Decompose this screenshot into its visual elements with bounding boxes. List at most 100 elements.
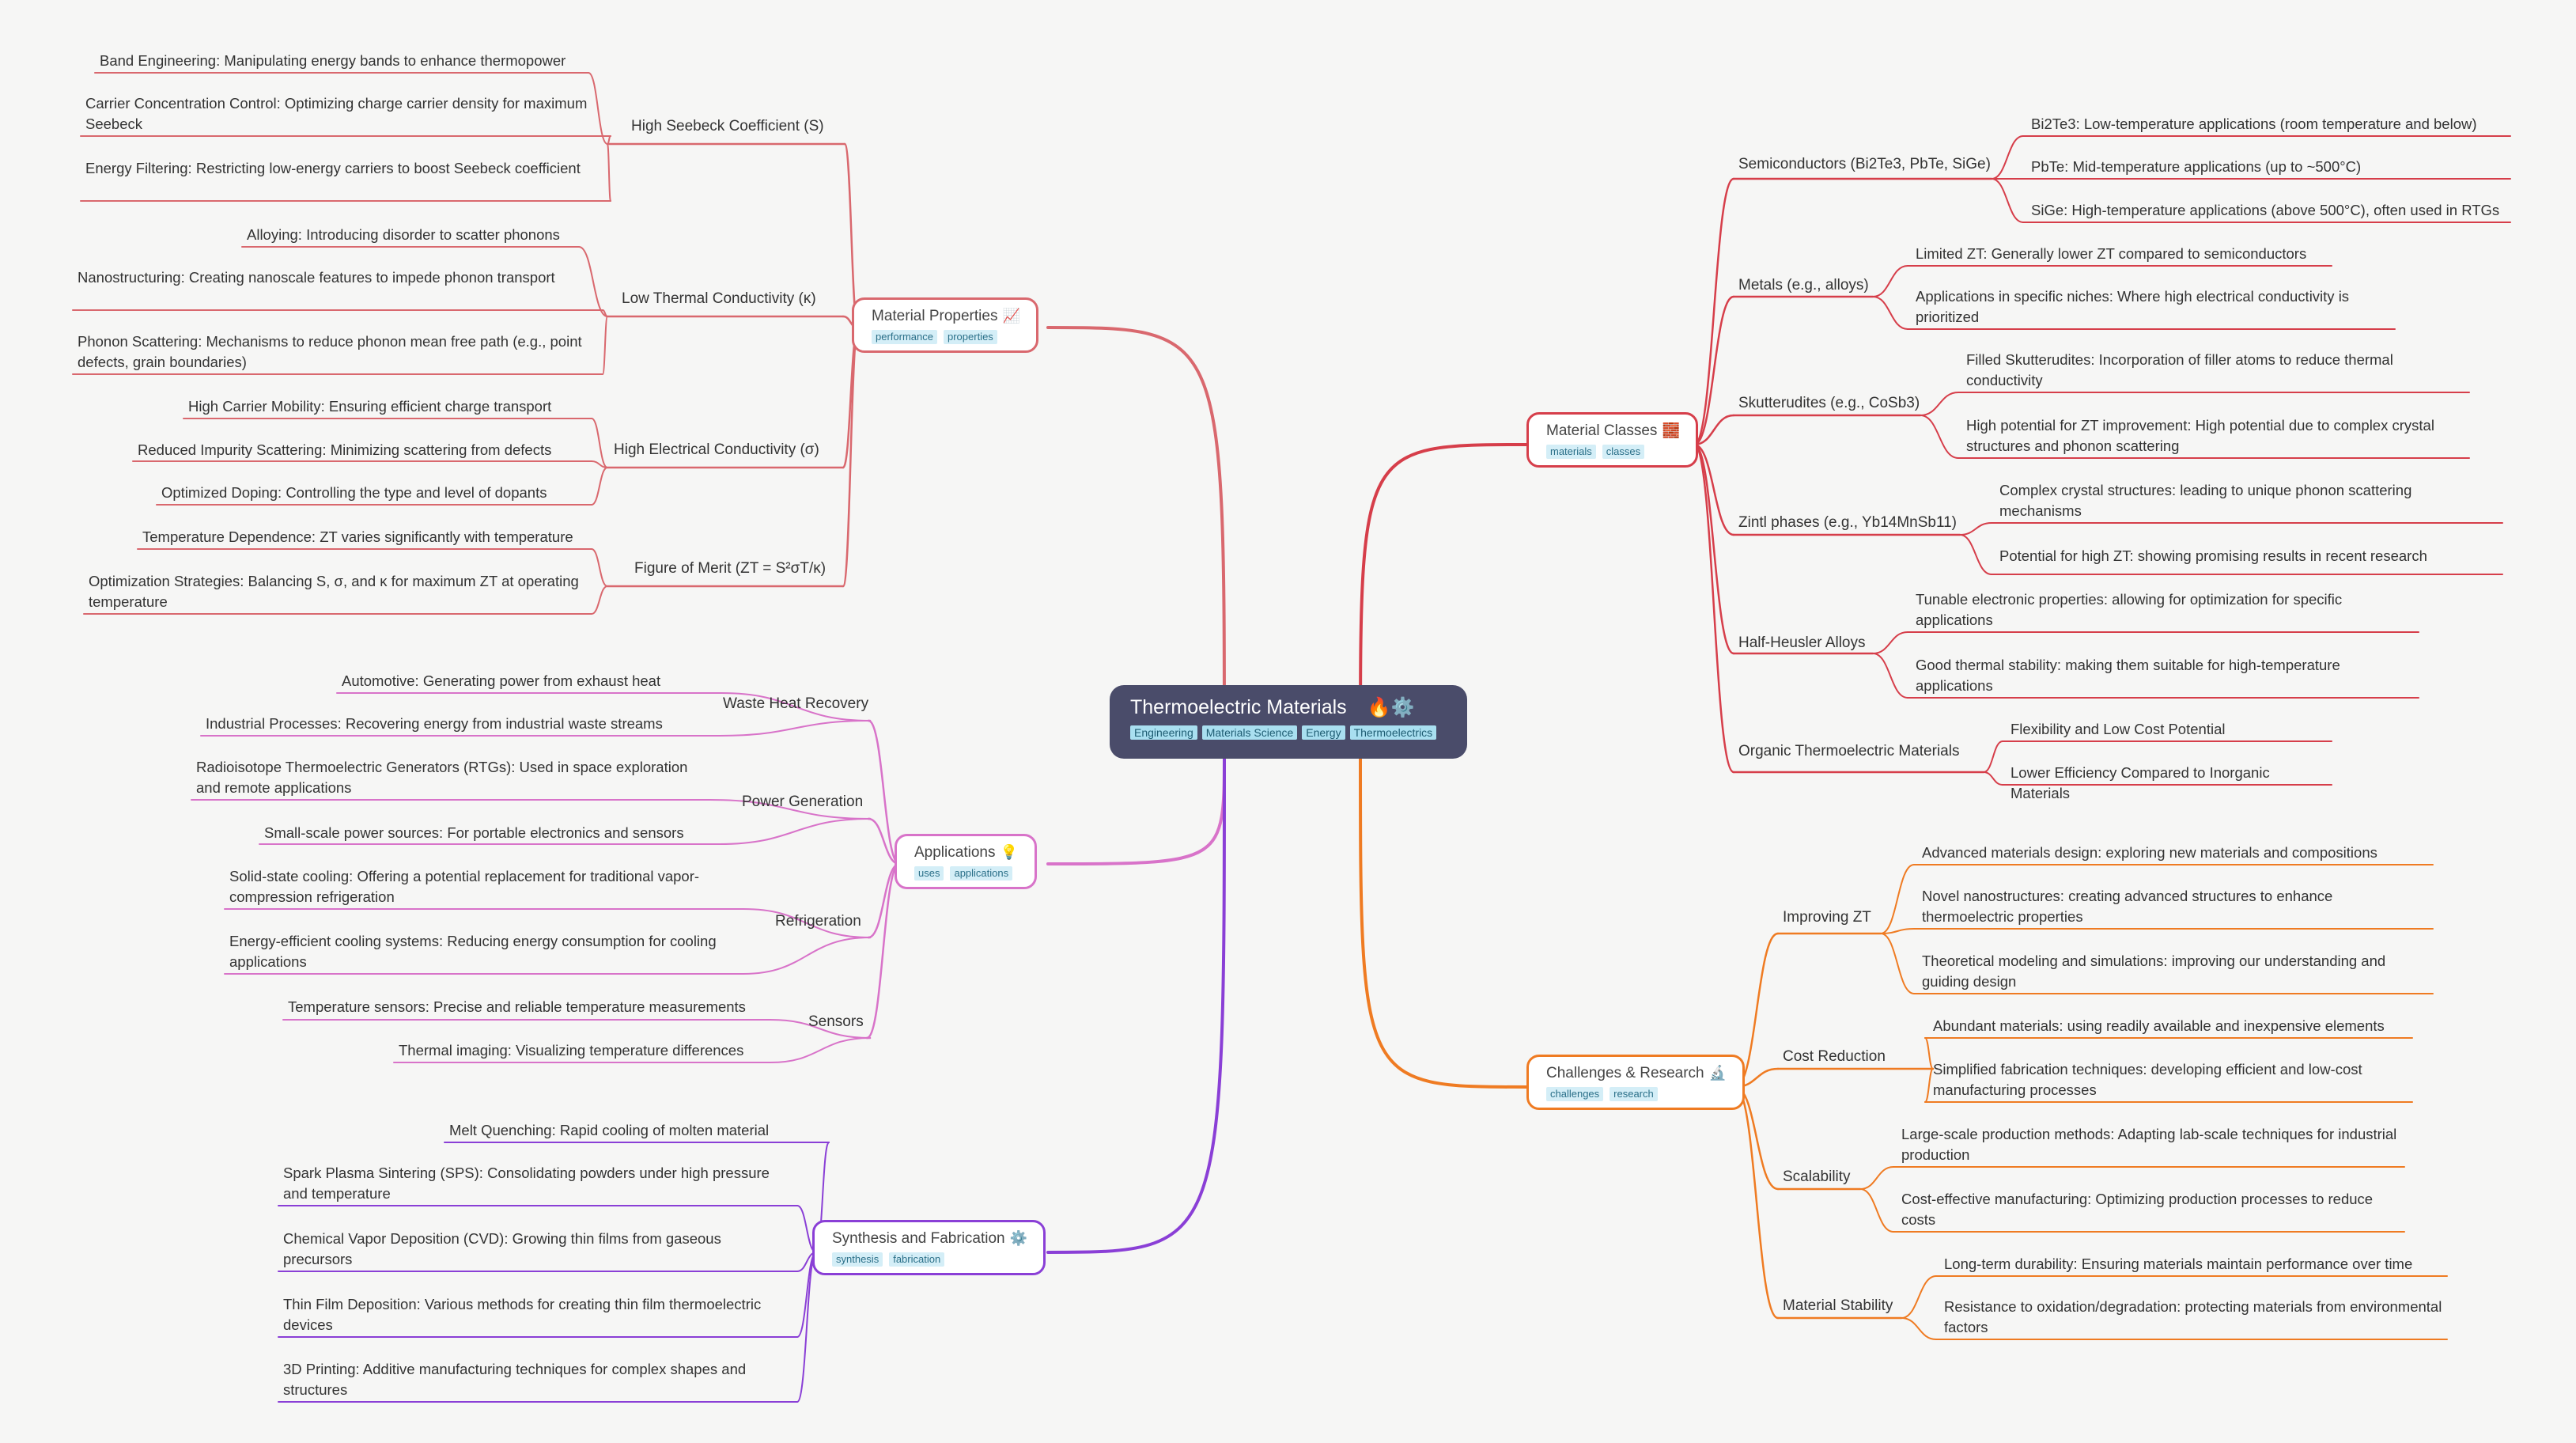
branch-link	[1046, 752, 1226, 865]
subtopic[interactable]: Material Stability	[1783, 1297, 1893, 1314]
leaf-topic[interactable]: Optimization Strategies: Balancing S, σ,…	[89, 573, 579, 610]
leaf-topic[interactable]: Flexibility and Low Cost Potential	[2010, 721, 2226, 737]
leaf-topic[interactable]: Simplified fabrication techniques: devel…	[1933, 1061, 2362, 1098]
gear-icon: ⚙️	[1009, 1230, 1028, 1246]
leaf-topic[interactable]: Temperature Dependence: ZT varies signif…	[142, 528, 573, 545]
leaf-topic[interactable]: Limited ZT: Generally lower ZT compared …	[1916, 245, 2307, 262]
subtopic[interactable]: Half-Heusler Alloys	[1738, 634, 1866, 651]
subtopic[interactable]: Cost Reduction	[1783, 1048, 1886, 1065]
leaf-topic[interactable]: Melt Quenching: Rapid cooling of molten …	[449, 1122, 770, 1138]
leaf-topic[interactable]: Temperature sensors: Precise and reliabl…	[288, 998, 746, 1015]
main-topic-title-row: Synthesis and Fabrication⚙️	[832, 1230, 1027, 1248]
leaf-topic[interactable]: Long-term durability: Ensuring materials…	[1944, 1256, 2413, 1272]
leaf-topic[interactable]: Applications in specific niches: Where h…	[1916, 288, 2350, 325]
tag: performance	[872, 330, 937, 344]
leaf-topic[interactable]: Resistance to oxidation/degradation: pro…	[1944, 1298, 2442, 1335]
tag: Thermoelectrics	[1349, 725, 1437, 740]
leaf-topic[interactable]: Spark Plasma Sintering (SPS): Consolidat…	[283, 1165, 770, 1202]
leaf-topic[interactable]: Industrial Processes: Recovering energy …	[206, 715, 663, 732]
subtopic[interactable]: Refrigeration	[775, 913, 861, 930]
leaf-topic[interactable]: Novel nanostructures: creating advanced …	[1922, 888, 2333, 925]
main-topic-title-row: Material Classes🧱	[1546, 422, 1680, 440]
leaf-topic[interactable]: Alloying: Introducing disorder to scatte…	[247, 226, 560, 243]
leaf-topic[interactable]: Optimized Doping: Controlling the type a…	[161, 484, 547, 501]
subtopic[interactable]: High Electrical Conductivity (σ)	[614, 441, 819, 458]
main-topic-title: Applications	[914, 844, 996, 861]
leaf-topic[interactable]: Small-scale power sources: For portable …	[264, 824, 684, 841]
leaf-topic[interactable]: Large-scale production methods: Adapting…	[1901, 1126, 2397, 1163]
main-topic-title: Material Properties	[872, 308, 998, 324]
subtopic[interactable]: Skutterudites (e.g., CoSb3)	[1738, 395, 1920, 411]
main-topic-title-row: Material Properties📈	[872, 308, 1020, 325]
leaf-topic[interactable]: High Carrier Mobility: Ensuring efficien…	[188, 398, 552, 415]
leaf-topic[interactable]: Energy-efficient cooling systems: Reduci…	[229, 933, 717, 970]
tag: synthesis	[832, 1252, 883, 1267]
microscope-icon: 🔬	[1708, 1065, 1727, 1081]
subtopic[interactable]: Low Thermal Conductivity (κ)	[622, 290, 816, 307]
fire-gear-icon: 🔥⚙️	[1367, 697, 1415, 718]
leaf-topic[interactable]: Carrier Concentration Control: Optimizin…	[85, 95, 588, 132]
subtopic[interactable]: Improving ZT	[1783, 909, 1871, 926]
subtopic[interactable]: Figure of Merit (ZT = S²σT/κ)	[634, 560, 827, 577]
leaf-topic[interactable]: PbTe: Mid-temperature applications (up t…	[2031, 158, 2362, 175]
chart-increasing-icon: 📈	[1002, 308, 1020, 324]
leaf-topic[interactable]: Phonon Scattering: Mechanisms to reduce …	[78, 333, 582, 370]
subtopic[interactable]: Organic Thermoelectric Materials	[1738, 743, 1960, 759]
leaf-topic[interactable]: Filled Skutterudites: Incorporation of f…	[1966, 351, 2393, 388]
tag: Materials Science	[1201, 725, 1298, 740]
subtopic[interactable]: Waste Heat Recovery	[723, 695, 869, 712]
leaf-topic[interactable]: Bi2Te3: Low-temperature applications (ro…	[2031, 116, 2477, 132]
leaf-topic[interactable]: Good thermal stability: making them suit…	[1916, 657, 2340, 694]
subtopic[interactable]: Sensors	[808, 1013, 864, 1030]
leaf-topic[interactable]: Chemical Vapor Deposition (CVD): Growing…	[283, 1230, 721, 1267]
leaf-topic[interactable]: Band Engineering: Manipulating energy ba…	[100, 52, 566, 69]
leaf-topic[interactable]: 3D Printing: Additive manufacturing tech…	[283, 1361, 747, 1398]
leaf-topic[interactable]: Abundant materials: using readily availa…	[1933, 1017, 2385, 1034]
leaf-topic[interactable]: Potential for high ZT: showing promising…	[1999, 547, 2427, 564]
leaf-topic[interactable]: Radioisotope Thermoelectric Generators (…	[196, 759, 688, 796]
leaf-topic[interactable]: Lower Efficiency Compared to Inorganic M…	[2010, 764, 2270, 801]
leaf-topic[interactable]: Solid-state cooling: Offering a potentia…	[229, 868, 700, 905]
main-topic-title: Challenges & Research	[1546, 1065, 1704, 1081]
brick-icon: 🧱	[1662, 422, 1680, 438]
tag: Energy	[1302, 725, 1345, 740]
subtopic[interactable]: Scalability	[1783, 1168, 1851, 1185]
leaf-topic[interactable]: Nanostructuring: Creating nanoscale feat…	[78, 269, 555, 286]
leaf-topic[interactable]: Theoretical modeling and simulations: im…	[1922, 953, 2386, 990]
leaf-topic[interactable]: Thermal imaging: Visualizing temperature…	[399, 1042, 744, 1059]
leaf-topic[interactable]: Thin Film Deposition: Various methods fo…	[283, 1296, 762, 1333]
leaf-topic[interactable]: Advanced materials design: exploring new…	[1922, 844, 2377, 861]
tag: applications	[950, 866, 1013, 881]
tag: materials	[1546, 445, 1596, 459]
subtopic[interactable]: Power Generation	[742, 793, 864, 810]
leaf-topic[interactable]: Reduced Impurity Scattering: Minimizing …	[138, 441, 552, 458]
subtopic[interactable]: Metals (e.g., alloys)	[1738, 277, 1869, 294]
main-topic-title-row: Applications💡	[914, 844, 1019, 862]
subtopic[interactable]: High Seebeck Coefficient (S)	[631, 118, 824, 134]
leaf-topic[interactable]: High potential for ZT improvement: High …	[1966, 417, 2434, 454]
main-topic-title-row: Challenges & Research🔬	[1546, 1065, 1727, 1082]
central-topic-title: Thermoelectric Materials	[1130, 696, 1347, 718]
branch-link	[1046, 326, 1226, 755]
light-bulb-icon: 💡	[1000, 844, 1018, 860]
branch-link	[1359, 443, 1528, 755]
leaf-topic[interactable]: Cost-effective manufacturing: Optimizing…	[1901, 1191, 2374, 1228]
leaf-topic[interactable]: Tunable electronic properties: allowing …	[1916, 591, 2343, 628]
leaf-topic[interactable]: Complex crystal structures: leading to u…	[1999, 482, 2412, 519]
leaf-topic[interactable]: Automotive: Generating power from exhaus…	[342, 672, 661, 689]
leaf-topic[interactable]: SiGe: High-temperature applications (abo…	[2031, 202, 2500, 218]
leaf-topic[interactable]: Energy Filtering: Restricting low-energy…	[85, 160, 581, 176]
subtopic[interactable]: Semiconductors (Bi2Te3, PbTe, SiGe)	[1738, 156, 1991, 172]
subtopic[interactable]: Zintl phases (e.g., Yb14MnSb11)	[1738, 514, 1958, 531]
